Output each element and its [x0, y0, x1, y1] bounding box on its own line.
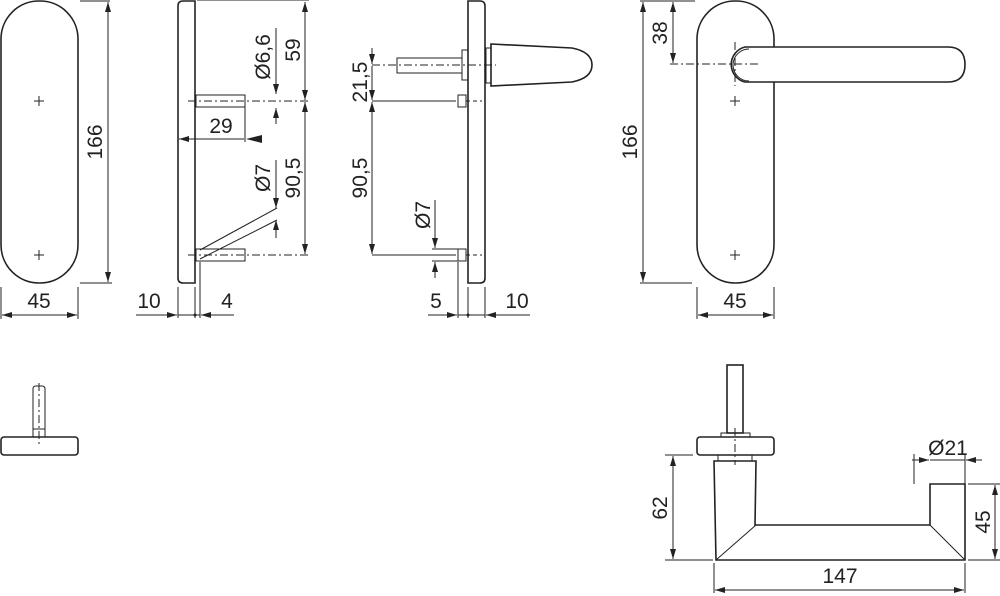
extension-lines — [457, 262, 486, 318]
offset-label: 5 — [430, 290, 442, 313]
plate-thickness-label: 10 — [137, 290, 160, 313]
plate-side-outline — [177, 0, 196, 284]
lever-edges — [715, 524, 966, 561]
height-label: 166 — [619, 124, 642, 159]
spindle-to-lower-hole-label: 90,5 — [282, 158, 305, 199]
top-to-spindle-label: 59 — [282, 38, 305, 61]
plate-side-outline — [467, 0, 486, 284]
extension-lines — [665, 454, 1000, 593]
grip-height-label: 45 — [972, 510, 995, 533]
screw-hole — [457, 248, 467, 262]
pin-diameter-top-label: Ø6,6 — [252, 34, 275, 80]
plate-thickness-label: 10 — [505, 290, 528, 313]
extension-lines — [640, 0, 695, 284]
screw-hole-marks — [730, 96, 740, 260]
lever-handle — [730, 46, 966, 83]
length-label: 147 — [822, 565, 857, 588]
extension-lines — [696, 287, 775, 319]
plate-outline — [0, 0, 79, 284]
rose-outline — [0, 436, 79, 456]
side-handle-view: 21,5 90,5 Ø7 5 10 — [349, 0, 593, 318]
lever-outline — [713, 460, 966, 561]
side-plate-view: Ø6,6 59 Ø7 90,5 29 10 4 — [136, 0, 310, 318]
hole-diameter-label: Ø7 — [412, 201, 435, 229]
top-to-spindle-label: 38 — [649, 21, 672, 44]
front-plate-view: 166 45 — [0, 0, 112, 319]
spindle-offset-label: 21,5 — [349, 62, 372, 103]
width-label: 45 — [723, 290, 746, 313]
spindle — [396, 57, 463, 74]
height-label: 62 — [649, 496, 672, 519]
lever-top-view: 62 147 Ø21 45 — [649, 364, 1000, 593]
handle-side — [490, 43, 593, 87]
grip-diameter-label: Ø21 — [928, 437, 968, 460]
plate-outline — [696, 0, 775, 284]
front-handle-view: 166 38 45 — [619, 0, 966, 319]
spindle — [726, 364, 744, 434]
dim-dot — [193, 313, 197, 317]
hole-spacing-label: 90,5 — [349, 158, 372, 199]
pin-length-label: 29 — [209, 115, 232, 138]
extension-lines — [177, 262, 201, 318]
extension-lines — [80, 0, 112, 284]
screw-hole-marks — [34, 96, 44, 260]
width-label: 45 — [27, 290, 50, 313]
extension-lines — [372, 100, 458, 262]
offset-label: 4 — [221, 290, 233, 313]
lower-pin-leader — [199, 207, 278, 260]
rose-outline — [732, 48, 750, 82]
pin-diameter-bottom-label: Ø7 — [252, 164, 275, 192]
extension-lines — [0, 287, 79, 319]
screw-hole — [457, 94, 467, 108]
arrow-icon — [246, 135, 262, 143]
dim-dot — [466, 313, 470, 317]
height-label: 166 — [84, 124, 107, 159]
rose-spindle-view — [0, 383, 79, 456]
